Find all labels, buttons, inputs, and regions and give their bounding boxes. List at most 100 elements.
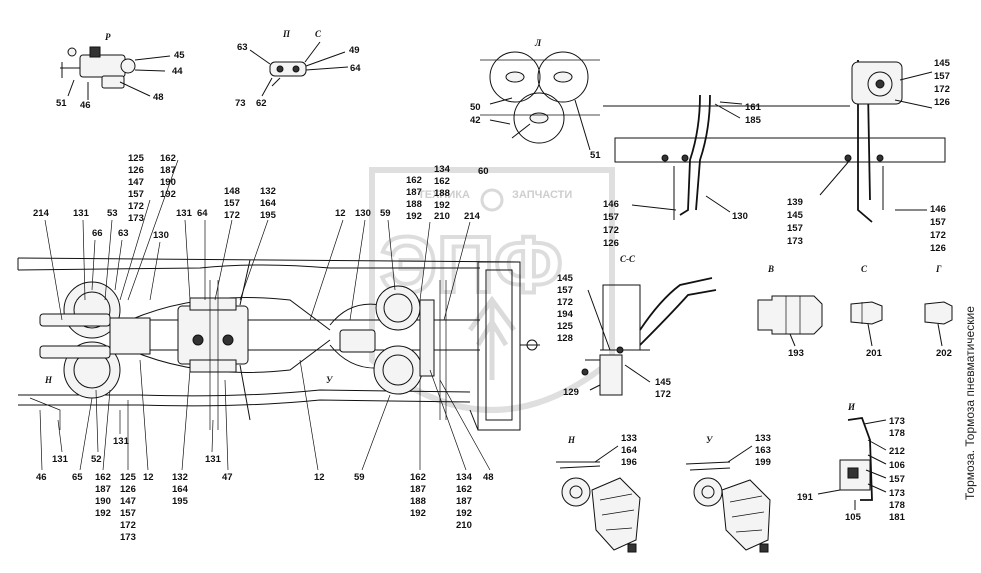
label-cc-172b: 172 [655,389,671,400]
label-157-left: 157 [603,212,619,223]
view-v-title: В [767,264,774,274]
label-126-right: 126 [930,243,946,254]
section-cc: С-С 145 157 172 194 125 128 129 145 172 [557,254,717,400]
label-214: 214 [33,208,50,219]
view-l-cylinders: Л 50 42 60 51 [470,38,601,177]
side-caption: Тормоза. Тормоза пневматические [963,306,977,500]
label-172b: 172 [224,210,240,221]
label-195c: 195 [172,496,189,507]
label-187e: 187 [456,496,472,507]
label-130-right: 130 [732,211,748,222]
view-i-title: И [847,402,856,412]
label-73: 73 [235,98,246,109]
label-162k: 162 [434,176,450,187]
label-190c: 190 [95,496,111,507]
label-146-left: 146 [603,199,619,210]
label-cc-194: 194 [557,309,574,320]
label-188k-b: 188 [406,199,422,210]
view-u-title: У [706,435,714,445]
label-n-164: 164 [621,445,638,456]
label-64: 64 [350,63,361,74]
label-cc-145: 145 [557,273,574,284]
label-201: 201 [866,348,883,359]
chassis-plan-view [17,257,540,431]
label-i-173b: 173 [889,488,905,499]
label-63: 63 [118,228,129,239]
label-148: 148 [224,186,240,197]
label-131: 131 [73,208,90,219]
watermark-left: ТЕХНИКА [418,189,470,201]
label-162d: 162 [410,472,426,483]
label-190: 190 [160,177,176,188]
label-134: 134 [434,164,451,175]
label-192k-b: 192 [406,211,422,222]
view-r-title: Р [105,32,111,42]
label-51b: 51 [590,150,601,161]
label-64: 64 [197,208,208,219]
label-u-199: 199 [755,457,771,468]
label-172-top: 172 [934,84,950,95]
label-i-212: 212 [889,446,905,457]
label-51: 51 [56,98,67,109]
label-53: 53 [107,208,118,219]
label-157c: 157 [120,508,136,519]
label-162e: 162 [456,484,472,495]
label-44: 44 [172,66,183,77]
label-12d: 12 [314,472,325,483]
main-labels-bottom: 46 131 52 65 131 162 187 190 192 125 126… [36,359,494,543]
label-195: 195 [260,210,277,221]
view-c-marker: С [315,29,322,39]
label-157: 157 [128,189,144,200]
label-192c: 192 [95,508,111,519]
label-i-178b: 178 [889,500,905,511]
label-146-right: 146 [930,204,946,215]
label-210e: 210 [456,520,472,531]
label-131d: 131 [113,436,130,447]
label-66: 66 [92,228,103,239]
label-173-mid: 173 [787,236,803,247]
label-63: 63 [237,42,248,53]
label-cc-125: 125 [557,321,574,332]
view-r-valve: Р 45 44 48 51 46 [56,32,185,111]
label-i-191: 191 [797,492,814,503]
label-162c: 162 [95,472,111,483]
label-59b: 59 [354,472,365,483]
label-188d: 188 [410,496,426,507]
label-126-top: 126 [934,97,950,108]
label-cc-157: 157 [557,285,573,296]
label-48b: 48 [483,472,494,483]
view-g-title: Г [935,264,942,274]
label-130: 130 [153,230,169,241]
watermark-right: ЗАПЧАСТИ [512,189,572,201]
label-125c: 125 [120,472,137,483]
label-46: 46 [80,100,91,111]
view-u-marker: У [326,375,334,385]
view-cc-title: С-С [620,254,636,264]
label-188k: 188 [434,188,450,199]
label-131e: 131 [205,454,222,465]
label-192: 192 [160,189,176,200]
label-65: 65 [72,472,83,483]
crossmember-view: 161 185 145 157 172 126 146 157 172 126 … [603,58,951,254]
view-n-chamber: Н 133 164 196 [556,433,641,553]
label-42: 42 [470,115,481,126]
label-126c: 126 [120,484,136,495]
label-157-top: 157 [934,71,950,82]
label-145-top: 145 [934,58,951,69]
label-126: 126 [128,165,144,176]
view-p-fitting: П С 63 49 64 73 62 [235,29,361,109]
label-59: 59 [380,208,391,219]
label-192d: 192 [410,508,426,519]
label-12: 12 [335,208,346,219]
label-162k-b: 162 [406,175,422,186]
view-l-title: Л [534,38,542,48]
label-147c: 147 [120,496,136,507]
label-145-mid: 145 [787,210,804,221]
label-132: 132 [260,186,276,197]
view-n-title: Н [567,435,576,445]
label-162: 162 [160,153,176,164]
label-185: 185 [745,115,762,126]
label-157-mid: 157 [787,223,803,234]
label-202: 202 [936,348,952,359]
label-187k: 187 [406,187,422,198]
